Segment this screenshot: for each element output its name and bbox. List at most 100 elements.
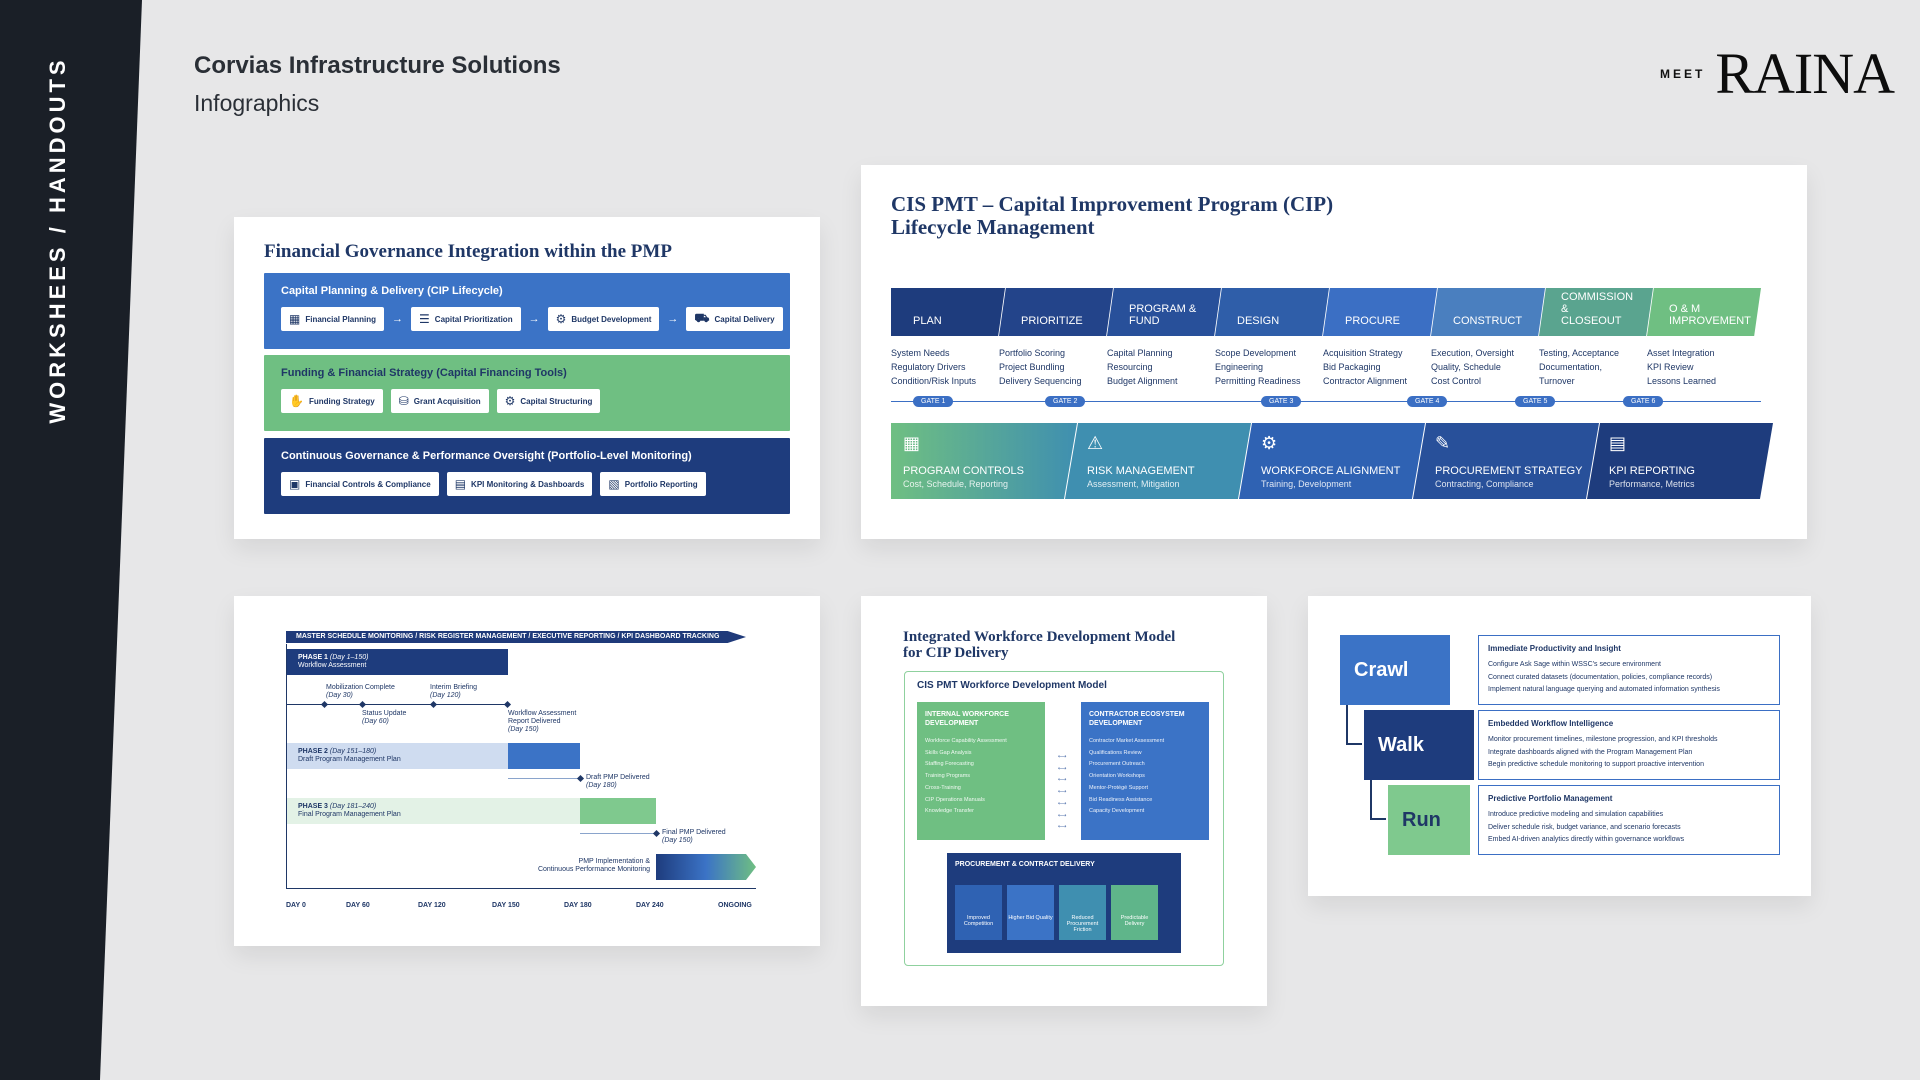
milestone-marker — [320, 700, 329, 709]
support-block-3: ⚙ WORKFORCE ALIGNMENT Training, Developmen… — [1239, 423, 1425, 499]
level-walk: Walk — [1364, 710, 1474, 780]
level-title: Predictive Portfolio Management — [1488, 794, 1613, 803]
chip: ✋Funding Strategy — [281, 389, 383, 413]
delivery-title: PROCUREMENT & CONTRACT DELIVERY — [955, 861, 1095, 868]
level-item: Implement natural language querying and … — [1488, 686, 1720, 693]
chip: ▧Portfolio Reporting — [600, 472, 706, 496]
stage-name: PRIORITIZE — [1021, 315, 1083, 327]
block-sub: Cost, Schedule, Reporting — [903, 479, 1009, 489]
connector — [1346, 705, 1362, 745]
outcome-box: Predictable Delivery — [1111, 885, 1158, 940]
chip: ▣Financial Controls & Compliance — [281, 472, 439, 496]
gate-3: GATE 3 — [1261, 396, 1302, 407]
phase3-bar — [580, 798, 656, 824]
stage-desc-line: KPI Review — [1647, 362, 1694, 372]
block-title: KPI REPORTING — [1609, 465, 1695, 477]
chip: ⛟Capital Delivery — [686, 307, 783, 331]
gate-2: GATE 2 — [1045, 396, 1086, 407]
stage-7: COMMISSION & CLOSEOUT — [1539, 288, 1653, 336]
column-item: Training Programs — [925, 773, 971, 780]
stage-desc-line: Resourcing — [1107, 362, 1153, 372]
phase3-label: PHASE 3 (Day 181–240)Final Program Manag… — [298, 803, 401, 818]
procurement-icon: ✎ — [1435, 433, 1451, 453]
controls-icon: ▦ — [903, 433, 921, 453]
column-item: Staffing Forecasting — [925, 761, 974, 768]
tick-label: DAY 0 — [286, 902, 306, 909]
arrow-icon: → — [667, 313, 679, 325]
stage-desc-line: Bid Packaging — [1323, 362, 1381, 372]
financial-governance-card[interactable]: Financial Governance Integration within … — [234, 217, 820, 539]
dashboard-icon: ▤ — [454, 477, 467, 491]
block-sub: Performance, Metrics — [1609, 479, 1695, 489]
tick-label: DAY 240 — [636, 902, 664, 909]
final-pmp-label: Final PMP Delivered(Day 150) — [662, 829, 726, 844]
stage-desc-line: Quality, Schedule — [1431, 362, 1501, 372]
schedule-timeline-card[interactable]: MASTER SCHEDULE MONITORING / RISK REGIST… — [234, 596, 820, 946]
cip-lifecycle-card[interactable]: CIS PMT – Capital Improvement Program (C… — [861, 165, 1807, 539]
monitoring-banner: MASTER SCHEDULE MONITORING / RISK REGIST… — [286, 631, 746, 643]
level-run: Run — [1388, 785, 1470, 855]
column-item: Contractor Market Assessment — [1089, 738, 1165, 744]
level-item: Introduce predictive modeling and simula… — [1488, 811, 1664, 818]
tick-label: ONGOING — [718, 902, 752, 909]
implementation-arrow — [656, 854, 756, 880]
stage-name: COMMISSION & CLOSEOUT — [1561, 291, 1634, 327]
stage-desc-line: Scope Development — [1215, 348, 1297, 358]
stage-4: DESIGN — [1215, 288, 1329, 336]
column-title: CONTRACTOR ECOSYSTEM DEVELOPMENT — [1089, 711, 1185, 727]
column-item: Bid Readiness Assistance — [1089, 796, 1153, 803]
page-title: Corvias Infrastructure Solutions — [194, 52, 561, 79]
stage-desc-line: Regulatory Drivers — [891, 362, 966, 372]
band-capital-planning: Capital Planning & Delivery (CIP Lifecyc… — [264, 273, 790, 349]
milestone-marker — [429, 700, 438, 709]
outcome-box: Reduced Procurement Friction — [1059, 885, 1106, 940]
column-item: Capacity Development — [1089, 808, 1145, 815]
block-sub: Contracting, Compliance — [1435, 479, 1534, 489]
tick-label: DAY 150 — [492, 902, 520, 909]
phase3-track — [287, 798, 580, 824]
walk-details: Embedded Workflow Intelligence Monitor p… — [1478, 710, 1780, 780]
band-title: Capital Planning & Delivery (CIP Lifecyc… — [281, 285, 503, 297]
run-details: Predictive Portfolio Management Introduc… — [1478, 785, 1780, 855]
grant-icon: ⛁ — [398, 394, 409, 408]
band-title: Funding & Financial Strategy (Capital Fi… — [281, 367, 567, 379]
block-title: WORKFORCE ALIGNMENT — [1261, 465, 1401, 477]
block-sub: Assessment, Mitigation — [1087, 479, 1180, 489]
band-funding-strategy: Funding & Financial Strategy (Capital Fi… — [264, 355, 790, 431]
gate-6: GATE 6 — [1623, 396, 1664, 407]
stage-5: PROCURE — [1323, 288, 1437, 336]
column-item: Qualifications Review — [1089, 749, 1142, 756]
block-title: PROGRAM CONTROLS — [903, 465, 1025, 477]
column-item: Orientation Workshops — [1089, 773, 1145, 780]
stage-desc-line: Portfolio Scoring — [999, 348, 1066, 358]
crawl-walk-run-card[interactable]: Crawl Walk Run Immediate Productivity an… — [1308, 596, 1811, 896]
stage-desc-line: Lessons Learned — [1647, 376, 1717, 386]
chip: ▦Financial Planning — [281, 307, 385, 331]
workforce-development-card[interactable]: Integrated Workforce Development Model f… — [861, 596, 1267, 1006]
funding-icon: ✋ — [289, 394, 304, 408]
block-sub: Training, Development — [1261, 479, 1352, 489]
stage-1: PLAN — [891, 288, 1005, 336]
chip: ⚙Budget Development — [547, 307, 660, 331]
workforce-icon: ⚙ — [1261, 433, 1278, 453]
logo-meet: MEET — [1660, 66, 1706, 81]
column-item: Workforce Capability Assessment — [925, 738, 1007, 744]
budget-icon: ⚙ — [555, 312, 567, 326]
column-item: Knowledge Transfer — [925, 808, 974, 815]
stage-desc-line: Turnover — [1539, 376, 1575, 386]
interim-label: Interim Briefing(Day 120) — [430, 684, 478, 699]
stage-8: O & M IMPROVEMENT — [1647, 288, 1761, 336]
stage-desc-line: Testing, Acceptance — [1539, 348, 1620, 358]
stage-desc-line: Execution, Oversight — [1431, 348, 1515, 358]
procurement-delivery-box: PROCUREMENT & CONTRACT DELIVERY Improved… — [947, 853, 1181, 953]
milestone-marker — [652, 829, 661, 838]
stage-name: PLAN — [913, 315, 942, 327]
contractor-column: CONTRACTOR ECOSYSTEM DEVELOPMENT Contrac… — [1081, 702, 1209, 840]
milestone-line — [287, 704, 508, 705]
